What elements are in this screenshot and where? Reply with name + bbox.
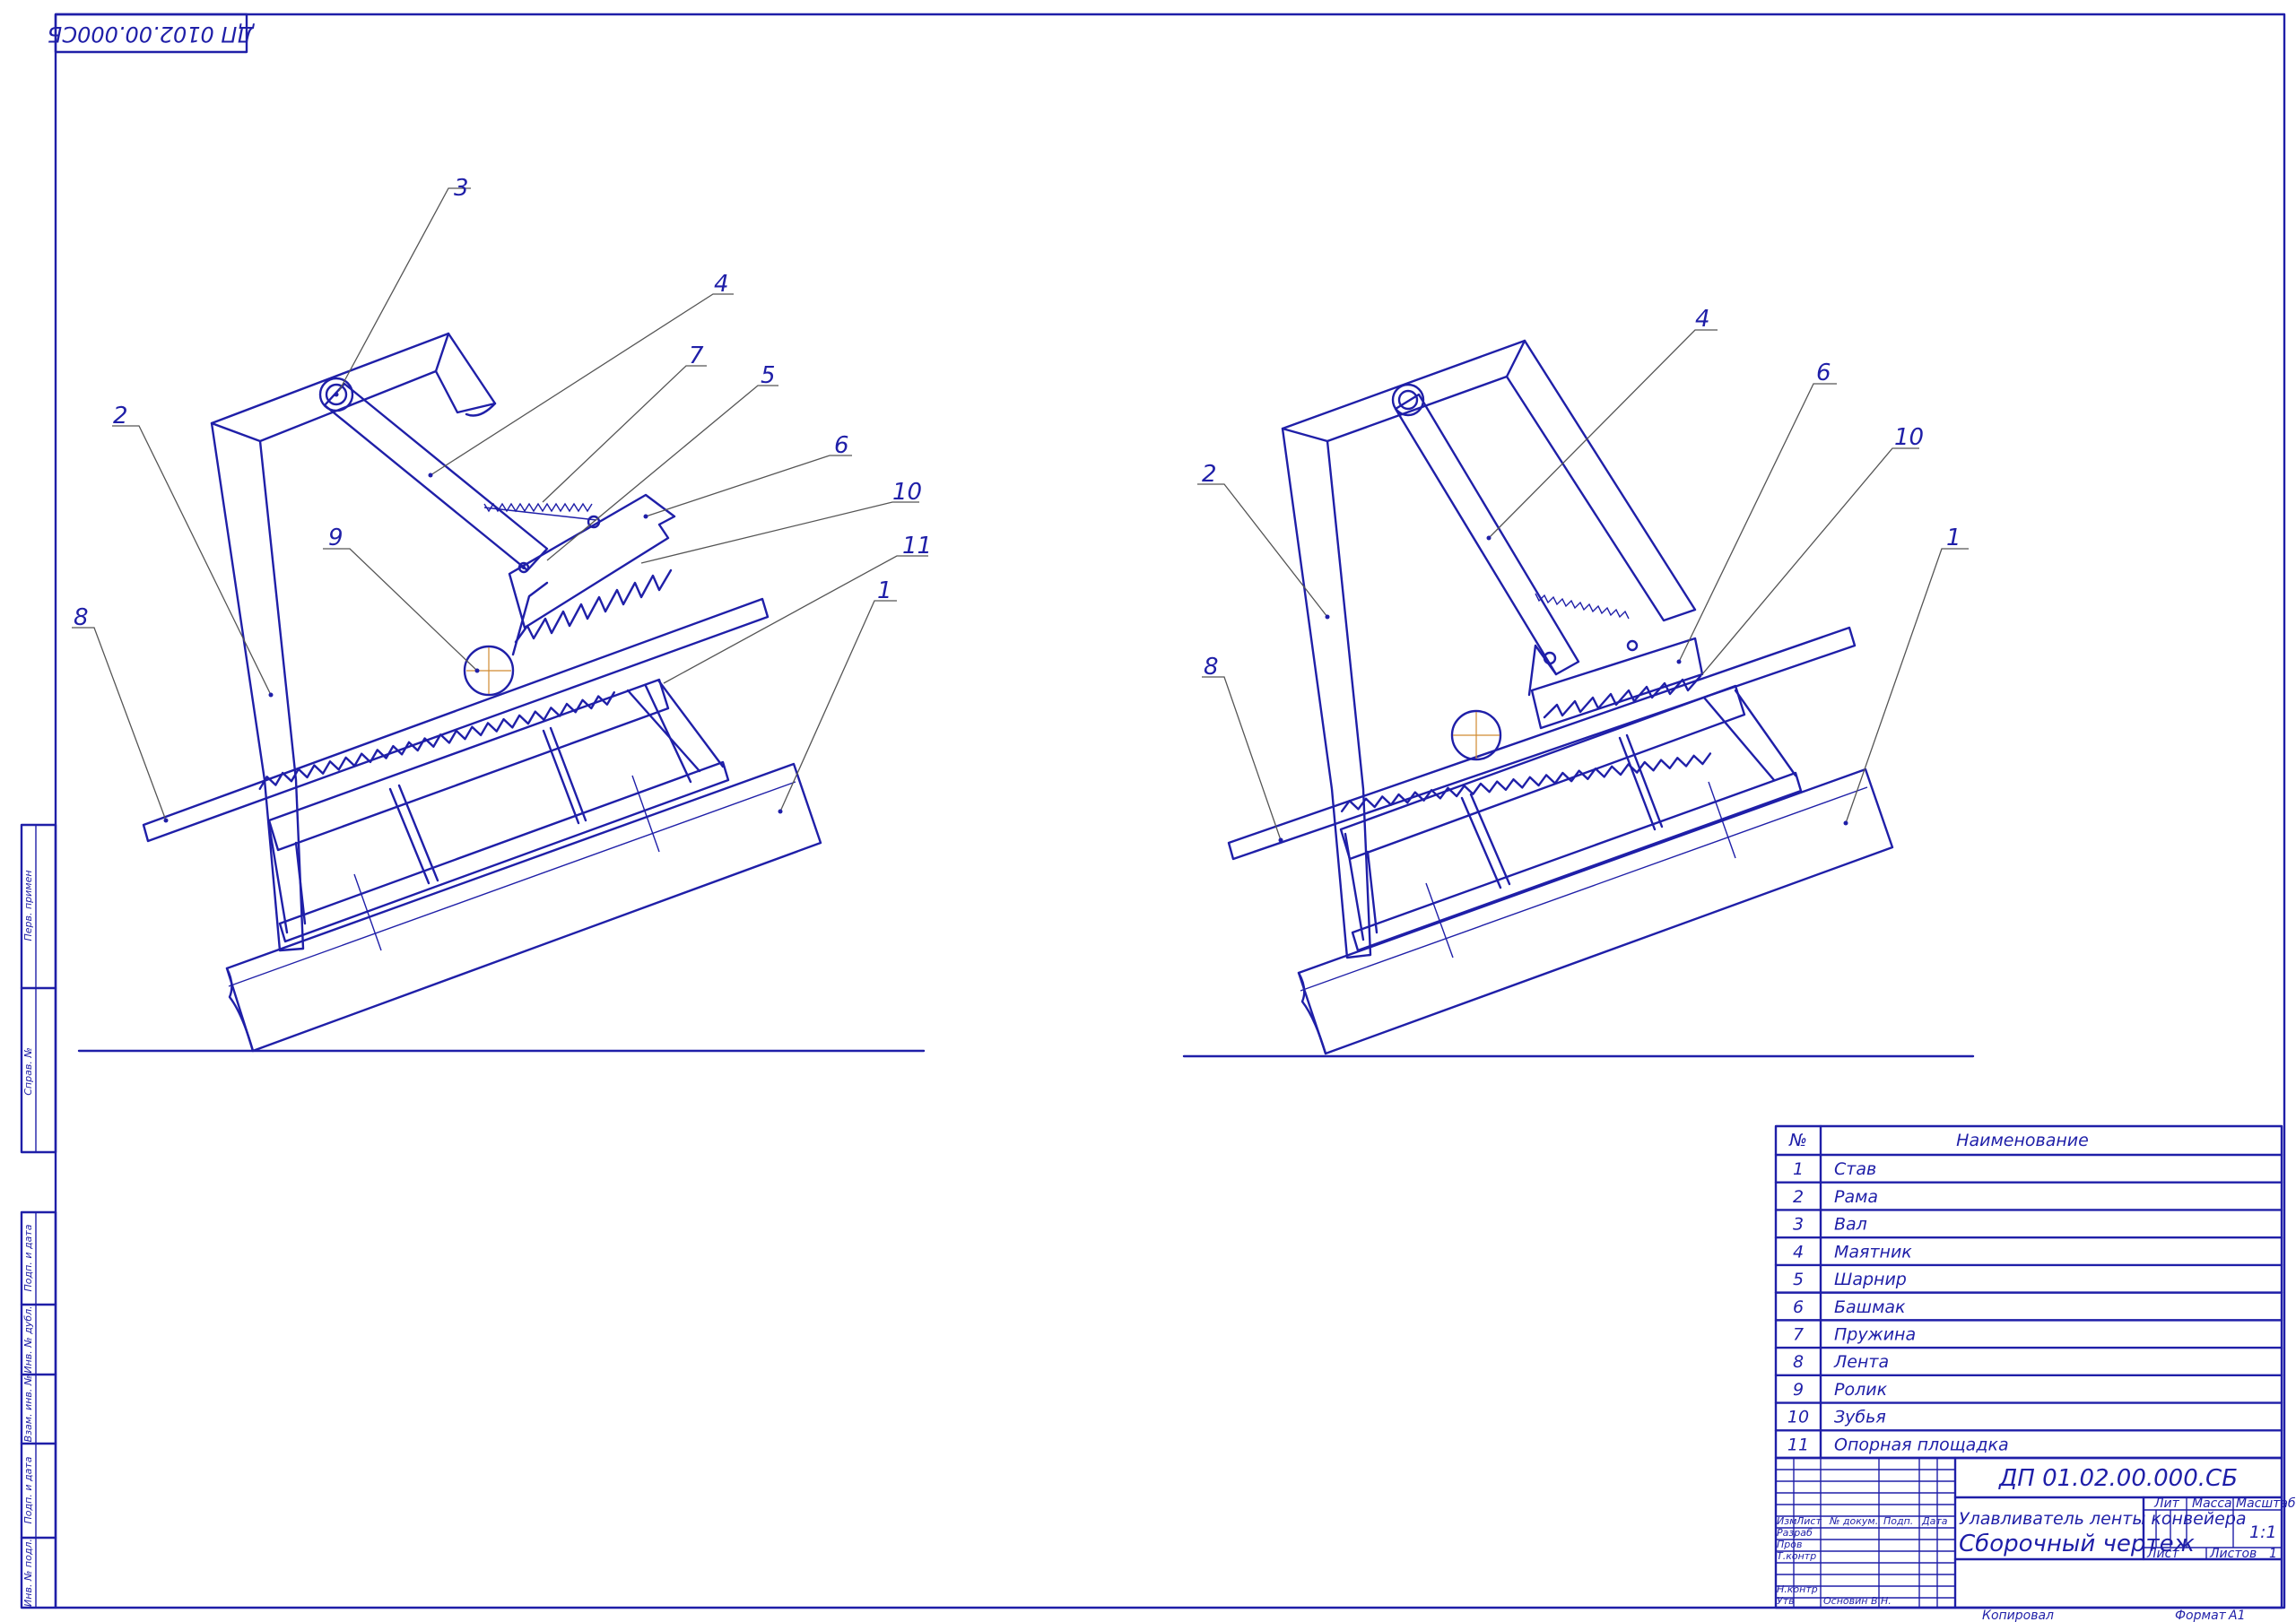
left-label-2: 2 (113, 403, 128, 429)
parts-row-no: 2 (1793, 1187, 1804, 1207)
right-view: 4 6 10 1 2 8 (1182, 306, 1975, 1058)
parts-header-no: № (1788, 1131, 1807, 1150)
tb-podp: Подп. (1883, 1515, 1913, 1527)
parts-row-no: 3 (1793, 1215, 1804, 1235)
left-label-11: 11 (902, 533, 932, 559)
left-label-6: 6 (834, 432, 849, 459)
tb-title-line2: Сборочный чертеж (1959, 1531, 2196, 1557)
right-label-2: 2 (1202, 461, 1217, 488)
tb-izm: Изм (1777, 1515, 1796, 1527)
corner-code: ДП 0102.00.000СБ (48, 22, 255, 47)
parts-row-name: Башмак (1834, 1297, 1906, 1317)
stamp-inv-podl: Инв. № подл. (22, 1539, 34, 1607)
parts-row-no: 10 (1787, 1408, 1809, 1427)
parts-row-name: Пружина (1834, 1324, 1916, 1344)
sheet-frame: ДП 0102.00.000СБ (48, 13, 2286, 1609)
parts-row-name: Вал (1834, 1215, 1867, 1235)
tb-approver: Основин В.Н. (1823, 1595, 1892, 1607)
tb-massa: Масса (2192, 1496, 2232, 1511)
tb-kopiroval: Копировал (1982, 1609, 2054, 1622)
left-label-9: 9 (328, 525, 344, 551)
right-label-8: 8 (1204, 654, 1219, 681)
tb-masshtab: Масштаб (2236, 1496, 2296, 1511)
parts-row-name: Рама (1834, 1187, 1878, 1207)
tb-listov-lbl: Листов (2209, 1547, 2257, 1561)
side-stamp: Перв. примен Справ. № Подп. и дата Инв. … (20, 823, 57, 1609)
stamp-perv: Перв. примен (22, 870, 34, 941)
tb-data: Дата (1921, 1515, 1948, 1527)
parts-row-no: 6 (1793, 1297, 1804, 1317)
parts-row-name: Лента (1833, 1352, 1889, 1372)
tb-nkontr: Н.контр (1777, 1583, 1818, 1595)
left-label-3: 3 (454, 175, 469, 202)
parts-row-name: Став (1834, 1159, 1876, 1179)
tb-tkontr: Т.контр (1777, 1550, 1816, 1562)
tb-razrab: Разраб (1777, 1527, 1813, 1539)
tb-listov-value: 1 (2269, 1547, 2277, 1561)
parts-row-name: Маятник (1834, 1242, 1912, 1262)
tb-format-lbl: Формат (2175, 1609, 2227, 1622)
tb-utv: Утв (1777, 1595, 1795, 1607)
left-label-7: 7 (689, 343, 704, 369)
tb-title-line1: Улавливатель ленты конвейера (1959, 1509, 2247, 1529)
stamp-inv-dubl: Инв. № дубл. (22, 1305, 34, 1373)
stamp-podp2: Подп. и дата (22, 1456, 34, 1523)
left-label-4: 4 (714, 271, 729, 298)
right-label-1: 1 (1946, 525, 1961, 551)
right-label-4: 4 (1695, 306, 1710, 333)
stamp-podp1: Подп. и дата (22, 1224, 34, 1291)
parts-row-no: 5 (1793, 1270, 1804, 1289)
parts-row-name: Зубья (1834, 1408, 1886, 1427)
tb-format-value: А1 (2228, 1609, 2245, 1622)
tb-list: Лист (1796, 1515, 1822, 1527)
left-label-8: 8 (74, 604, 89, 631)
parts-header-name: Наименование (1956, 1131, 2089, 1150)
right-label-10: 10 (1894, 424, 1924, 451)
tb-lit: Лит (2153, 1496, 2180, 1511)
left-view: 3 4 7 5 6 10 11 1 2 8 9 (72, 175, 932, 1053)
title-block: Изм Лист № докум. Подп. Дата Разраб Пров… (1774, 1456, 2296, 1622)
left-label-5: 5 (761, 362, 776, 389)
parts-row-no: 7 (1793, 1324, 1804, 1344)
parts-row-no: 4 (1793, 1242, 1804, 1262)
stamp-vzam: Взам. инв. № (22, 1375, 34, 1443)
tb-scale-value: 1:1 (2249, 1522, 2277, 1542)
tb-prov: Пров (1777, 1539, 1802, 1550)
left-label-10: 10 (892, 479, 922, 506)
parts-row-no: 8 (1793, 1352, 1804, 1372)
parts-row-name: Опорная площадка (1834, 1435, 2009, 1454)
parts-row-name: Ролик (1834, 1380, 1888, 1400)
tb-list-lbl: Лист (2146, 1547, 2179, 1561)
stamp-sprav: Справ. № (22, 1047, 34, 1096)
parts-table: № Наименование 1 Став 2 Рама 3 Вал 4 Маятник 5 Ша… (1774, 1124, 2283, 1460)
tb-docnum: № докум. (1829, 1515, 1878, 1527)
left-label-1: 1 (877, 577, 892, 604)
parts-row-no: 1 (1793, 1159, 1804, 1179)
tb-doc-code: ДП 01.02.00.000.СБ (1998, 1465, 2238, 1492)
parts-row-no: 11 (1787, 1435, 1809, 1454)
parts-row-no: 9 (1793, 1380, 1804, 1400)
right-label-6: 6 (1816, 360, 1831, 386)
parts-row-name: Шарнир (1834, 1270, 1907, 1289)
